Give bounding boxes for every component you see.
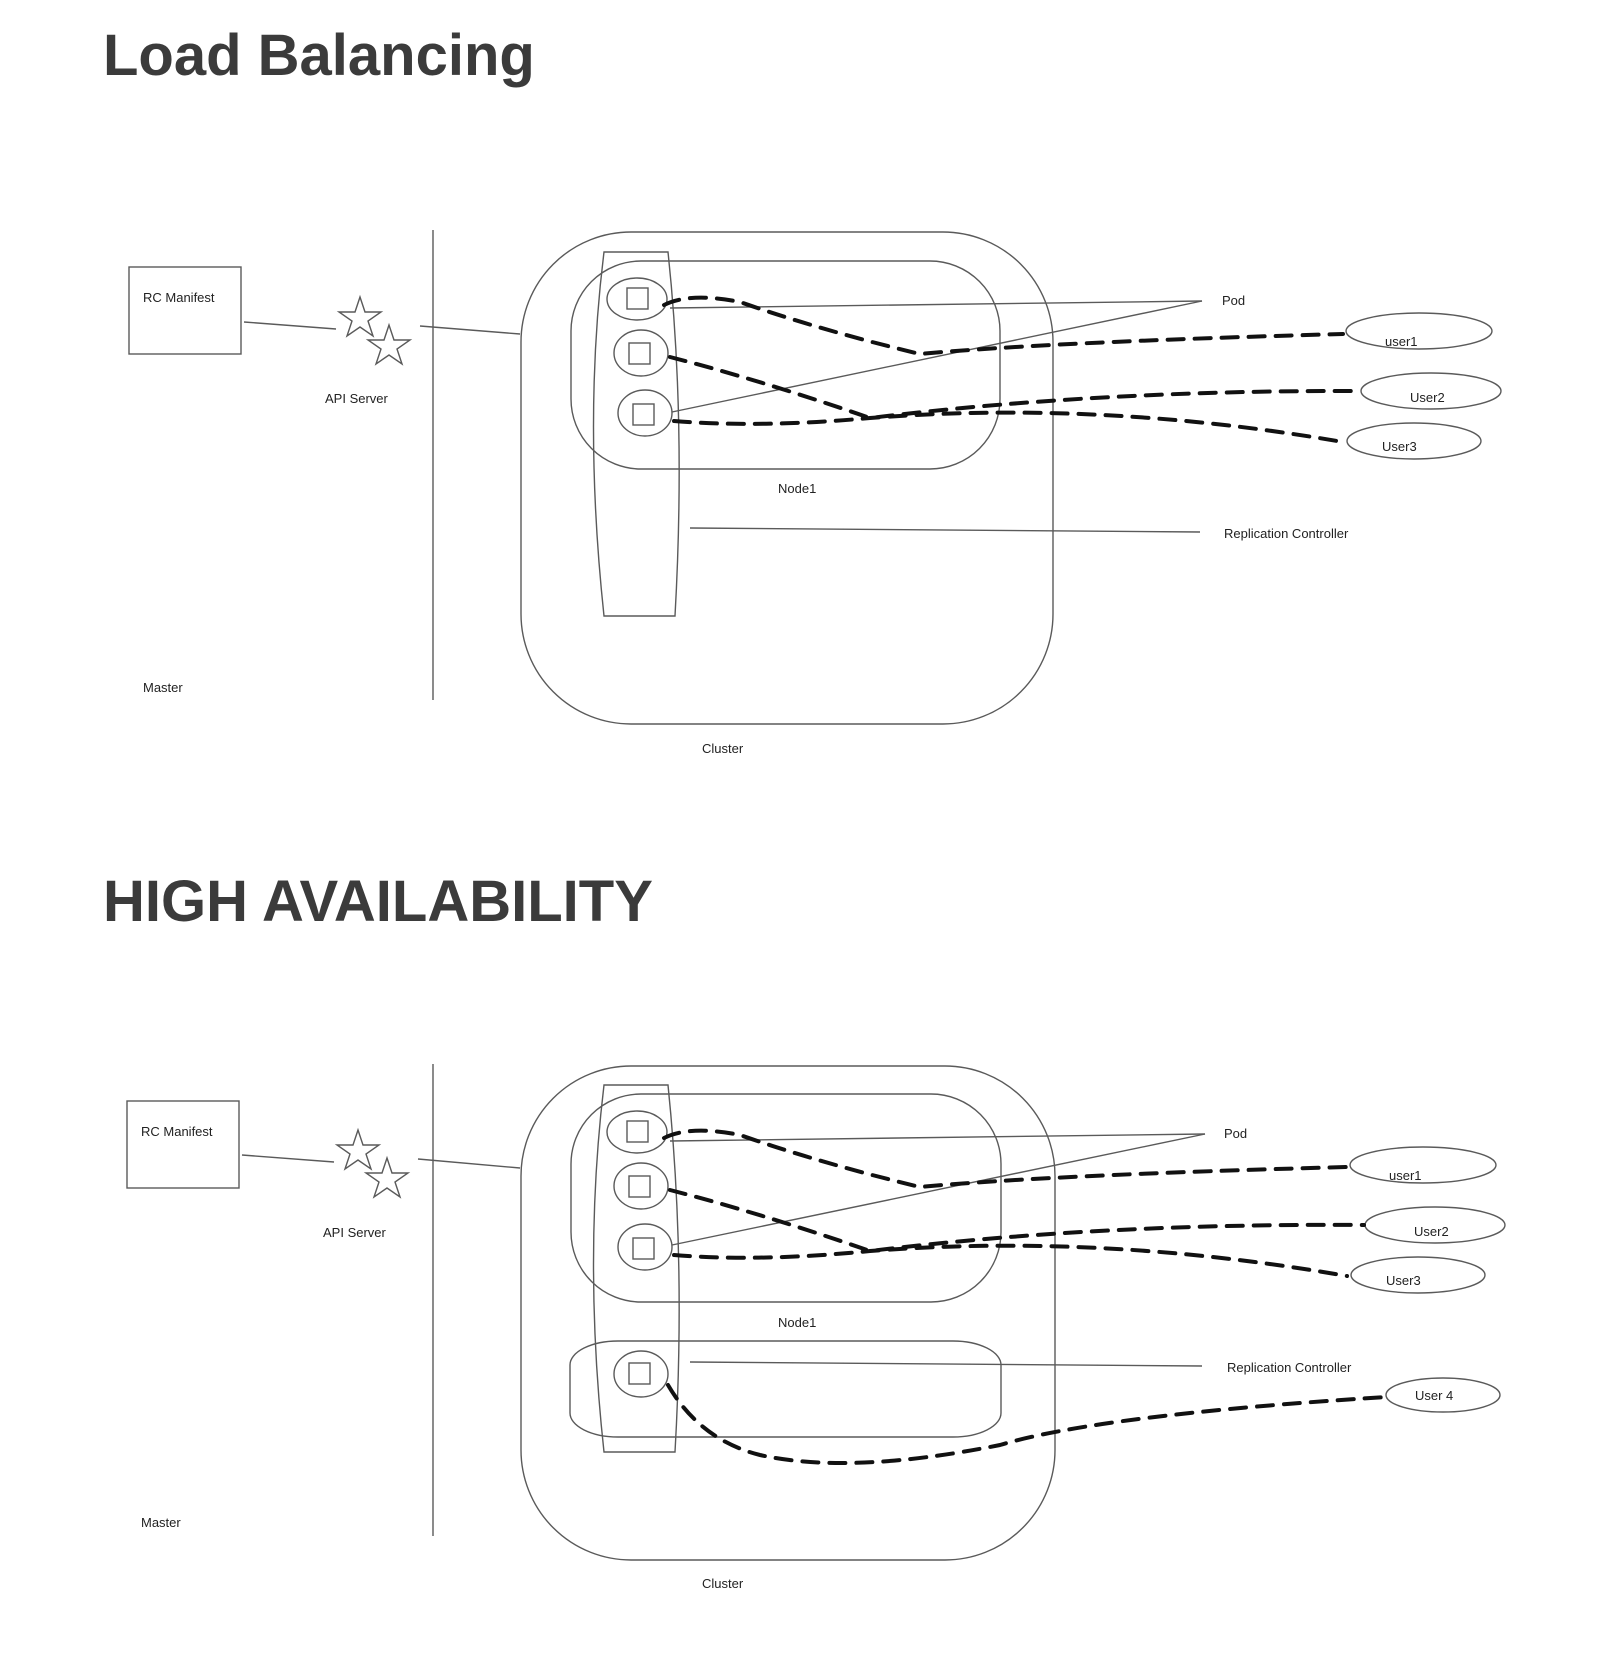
pod xyxy=(606,1110,668,1154)
master-label: Master xyxy=(141,1515,181,1530)
pod-label: Pod xyxy=(1224,1126,1247,1141)
star-icon xyxy=(363,1155,411,1199)
api-to-cluster-line xyxy=(417,1158,521,1169)
replication-controller-label: Replication Controller xyxy=(1227,1360,1352,1375)
node1-label: Node1 xyxy=(778,481,816,496)
pod-callout-line xyxy=(671,1133,1206,1246)
star-icon xyxy=(365,322,413,366)
section-title-high-availability: HIGH AVAILABILITY xyxy=(103,869,653,934)
node1-label: Node1 xyxy=(778,1315,816,1330)
high-availability-diagram: RC Manifest API Server Master Cluster No… xyxy=(126,1064,1506,1591)
svg-text:User3: User3 xyxy=(1382,439,1417,454)
cluster-box xyxy=(520,1065,1056,1561)
star-icon xyxy=(334,1127,382,1171)
traffic-path xyxy=(668,1188,1366,1254)
svg-text:User2: User2 xyxy=(1414,1224,1449,1239)
api-server-label: API Server xyxy=(323,1225,387,1240)
cluster-label: Cluster xyxy=(702,1576,744,1591)
pod xyxy=(613,1162,669,1210)
rc-manifest-label: RC Manifest xyxy=(141,1124,213,1139)
pod xyxy=(613,1350,669,1398)
rc-manifest-box xyxy=(128,266,242,355)
traffic-path xyxy=(662,1128,1349,1190)
load-balancing-diagram: RC Manifest API Server Master Cluster No… xyxy=(128,230,1502,756)
user-node: user1 xyxy=(1345,312,1493,350)
section-title-load-balancing: Load Balancing xyxy=(103,23,535,88)
rc-manifest-label: RC Manifest xyxy=(143,290,215,305)
pod xyxy=(617,389,673,437)
cluster-box xyxy=(520,231,1054,725)
user-node: User3 xyxy=(1346,422,1482,460)
manifest-to-api-line xyxy=(243,321,337,330)
traffic-path xyxy=(672,410,1345,444)
api-to-cluster-line xyxy=(419,325,521,335)
svg-text:User3: User3 xyxy=(1386,1273,1421,1288)
pod-callout-line xyxy=(671,300,1203,413)
rc-manifest-box xyxy=(126,1100,240,1189)
pod xyxy=(617,1223,673,1271)
user-node: User2 xyxy=(1360,372,1502,410)
pod xyxy=(613,329,669,377)
traffic-path xyxy=(666,1383,1388,1465)
traffic-path xyxy=(662,295,1345,357)
api-server-label: API Server xyxy=(325,391,389,406)
svg-text:User2: User2 xyxy=(1410,390,1445,405)
pod-label: Pod xyxy=(1222,293,1245,308)
node1-box xyxy=(570,1093,1002,1303)
svg-text:user1: user1 xyxy=(1385,334,1418,349)
node1-box xyxy=(570,260,1001,470)
master-label: Master xyxy=(143,680,183,695)
user-node: User2 xyxy=(1364,1206,1506,1244)
traffic-path xyxy=(672,1243,1349,1278)
replication-controller-capsule xyxy=(592,1084,680,1453)
rc-callout-line xyxy=(689,527,1201,533)
user-node: User3 xyxy=(1350,1256,1486,1294)
node2-box xyxy=(569,1340,1002,1438)
user-node: User 4 xyxy=(1385,1377,1501,1413)
rc-callout-line xyxy=(689,1361,1203,1367)
pod xyxy=(606,277,668,321)
star-icon xyxy=(336,294,384,338)
cluster-label: Cluster xyxy=(702,741,744,756)
traffic-path xyxy=(668,355,1362,421)
svg-text:User 4: User 4 xyxy=(1415,1388,1453,1403)
manifest-to-api-line xyxy=(241,1154,335,1163)
replication-controller-capsule xyxy=(592,251,680,617)
svg-text:user1: user1 xyxy=(1389,1168,1422,1183)
replication-controller-label: Replication Controller xyxy=(1224,526,1349,541)
user-node: user1 xyxy=(1349,1146,1497,1184)
